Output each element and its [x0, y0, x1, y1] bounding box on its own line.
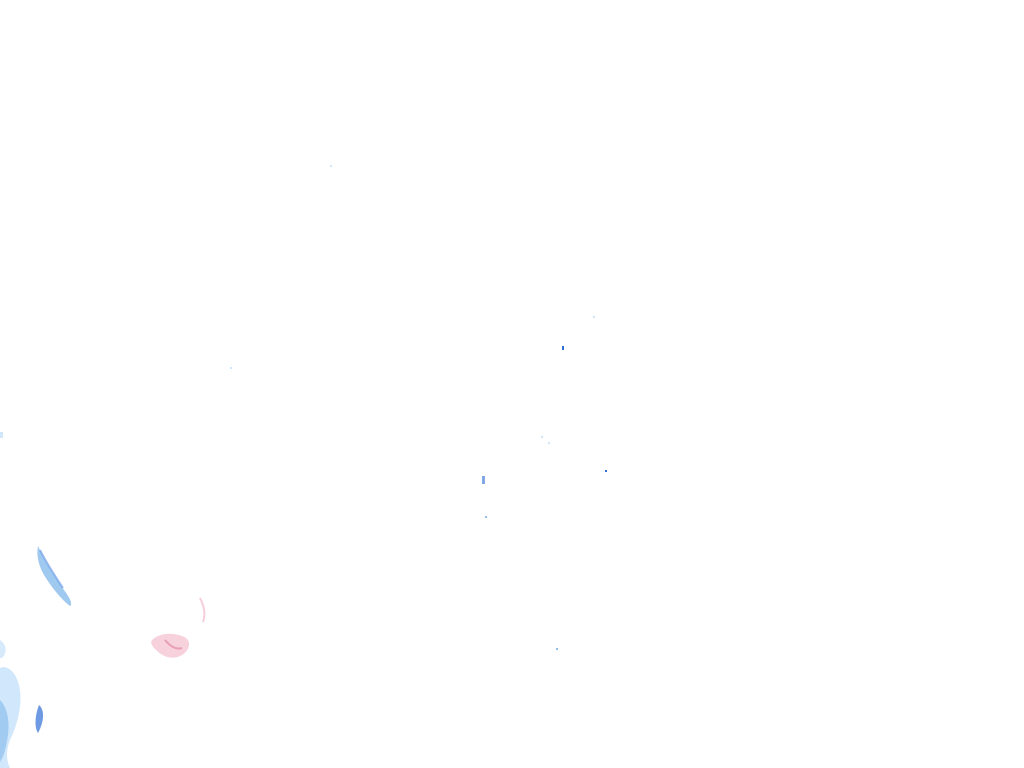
speck — [562, 346, 564, 350]
speck — [556, 648, 558, 650]
blue-echo-bottom-left — [0, 640, 44, 768]
echo-small-blue — [35, 705, 44, 733]
echo-region-core — [0, 700, 9, 762]
speck — [330, 165, 332, 167]
echo-speck — [0, 432, 3, 438]
speck — [605, 470, 607, 472]
speck — [485, 516, 487, 518]
pink-echo-southwest — [151, 597, 206, 658]
speck — [548, 442, 550, 444]
blue-echo-southwest-streak — [37, 546, 72, 606]
echo-cluster-core — [164, 639, 183, 650]
speck — [541, 436, 543, 438]
speck — [593, 316, 595, 318]
blue-echo-west-edge — [0, 432, 3, 438]
scattered-specks — [230, 165, 607, 650]
speck — [482, 476, 485, 484]
speck — [230, 367, 232, 369]
echo-small-pink — [199, 597, 206, 623]
echo-streak-core — [39, 549, 64, 589]
echo-edge-blue — [0, 640, 6, 658]
